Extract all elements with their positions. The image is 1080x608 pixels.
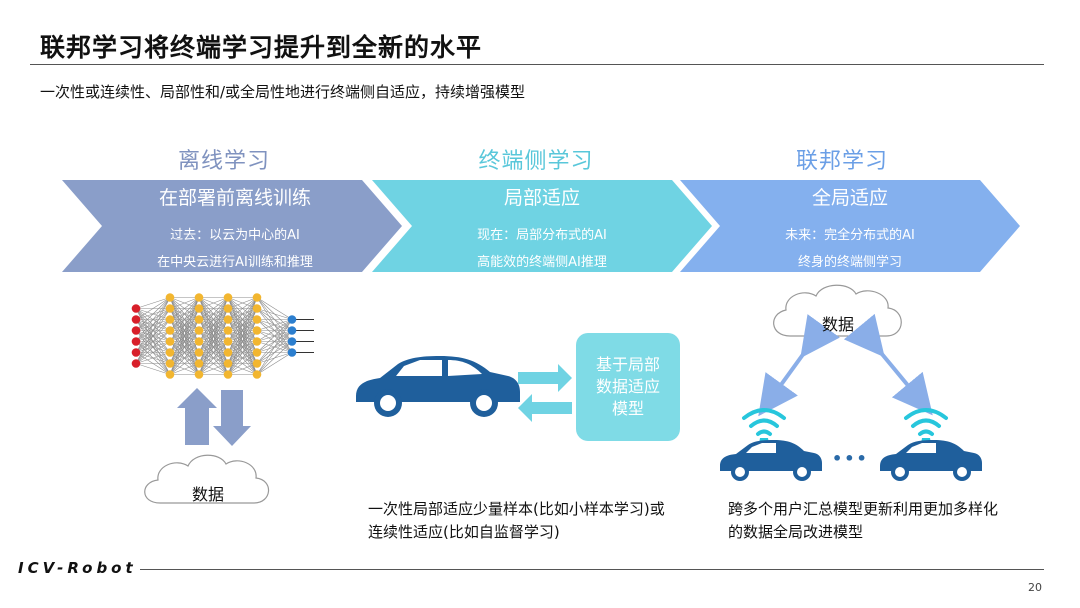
nn-node bbox=[194, 304, 204, 313]
nn-node bbox=[223, 370, 233, 379]
nn-node bbox=[252, 326, 262, 335]
nn-node bbox=[287, 348, 297, 357]
nn-node bbox=[252, 293, 262, 302]
cloud-icon-left bbox=[144, 454, 270, 504]
nn-node bbox=[194, 293, 204, 302]
page-title: 联邦学习将终端学习提升到全新的水平 bbox=[40, 33, 483, 62]
arrow-double-right-icon bbox=[843, 313, 933, 416]
nn-node bbox=[165, 337, 175, 346]
nn-node bbox=[165, 348, 175, 357]
arrow-right-icon bbox=[518, 364, 572, 392]
nn-node bbox=[252, 348, 262, 357]
nn-node bbox=[287, 337, 297, 346]
nn-node bbox=[165, 370, 175, 379]
nn-node bbox=[223, 359, 233, 368]
stage-heading-federated: 联邦学习 bbox=[795, 149, 888, 174]
stage-heading-offline: 离线学习 bbox=[177, 149, 270, 174]
page-subtitle: 一次性或连续性、局部性和/或全局性地进行终端侧自适应，持续增强模型 bbox=[40, 83, 526, 101]
caption-federated-learning: 跨多个用户汇总模型更新利用更加多样化的数据全局改进模型 bbox=[728, 500, 999, 541]
nn-node bbox=[194, 359, 204, 368]
title-divider bbox=[30, 64, 1044, 65]
nn-node bbox=[223, 293, 233, 302]
page-number: 20 bbox=[1028, 581, 1042, 594]
nn-node bbox=[223, 304, 233, 313]
chevron-federated-title: 全局适应 bbox=[811, 187, 888, 209]
nn-node bbox=[165, 326, 175, 335]
nn-node bbox=[165, 315, 175, 324]
footer-divider bbox=[140, 569, 1044, 570]
nn-node bbox=[194, 326, 204, 335]
chevron-offline-line2: 在中央云进行AI训练和推理 bbox=[157, 255, 313, 270]
nn-node bbox=[223, 315, 233, 324]
nn-node bbox=[252, 315, 262, 324]
nn-node bbox=[194, 348, 204, 357]
chevron-offline-title: 在部署前离线训练 bbox=[158, 187, 311, 209]
wifi-icon-right bbox=[904, 408, 948, 436]
nn-node bbox=[252, 359, 262, 368]
car-icon-left bbox=[720, 440, 822, 481]
arrow-left-icon bbox=[518, 394, 572, 422]
neural-network-icon bbox=[131, 293, 314, 379]
nn-node bbox=[252, 337, 262, 346]
nn-node bbox=[223, 348, 233, 357]
chevron-device-line1: 现在：局部分布式的AI bbox=[477, 228, 607, 243]
chevron-federated-line1: 未来：完全分布式的AI bbox=[785, 228, 915, 243]
local-model-box: 基于局部数据适应模型 bbox=[576, 333, 680, 441]
nn-node bbox=[287, 315, 297, 324]
nn-node bbox=[223, 337, 233, 346]
chevron-device-line2: 高能效的终端侧AI推理 bbox=[477, 255, 607, 270]
arrow-double-left-icon bbox=[758, 314, 840, 417]
car-icon-middle bbox=[356, 356, 520, 417]
chevron-federated bbox=[680, 180, 1020, 272]
cloud-label-left: 数据 bbox=[191, 485, 224, 504]
caption-device-learning: 一次性局部适应少量样本(比如小样本学习)或连续性适应(比如自监督学习) bbox=[368, 500, 665, 541]
chevron-offline bbox=[62, 180, 402, 272]
nn-node bbox=[131, 326, 141, 335]
nn-node bbox=[223, 326, 233, 335]
nn-node bbox=[165, 293, 175, 302]
nn-node bbox=[131, 337, 141, 346]
chevron-federated-line2: 终身的终端侧学习 bbox=[797, 255, 902, 270]
car-icon-right bbox=[880, 440, 982, 481]
nn-node bbox=[165, 304, 175, 313]
arrow-up-icon bbox=[177, 388, 217, 445]
nn-node bbox=[287, 326, 297, 335]
stage-heading-device: 终端侧学习 bbox=[478, 149, 594, 174]
nn-node bbox=[194, 337, 204, 346]
chevron-offline-line1: 过去：以云为中心的AI bbox=[170, 228, 300, 243]
brand-logo: ICV-Robot bbox=[18, 559, 137, 577]
nn-node bbox=[194, 315, 204, 324]
local-model-text: 基于局部数据适应模型 bbox=[595, 355, 660, 418]
nn-node bbox=[131, 304, 141, 313]
nn-node bbox=[131, 315, 141, 324]
nn-node bbox=[252, 304, 262, 313]
ellipsis-dots: ••• bbox=[832, 449, 869, 468]
arrow-down-icon bbox=[213, 390, 251, 446]
nn-node bbox=[252, 370, 262, 379]
chevron-device bbox=[372, 180, 712, 272]
wifi-icon-left bbox=[742, 408, 786, 436]
nn-node bbox=[165, 359, 175, 368]
nn-node bbox=[131, 359, 141, 368]
nn-node bbox=[194, 370, 204, 379]
chevron-device-title: 局部适应 bbox=[503, 187, 580, 209]
nn-node bbox=[131, 348, 141, 357]
cloud-label-right: 数据 bbox=[821, 315, 854, 334]
